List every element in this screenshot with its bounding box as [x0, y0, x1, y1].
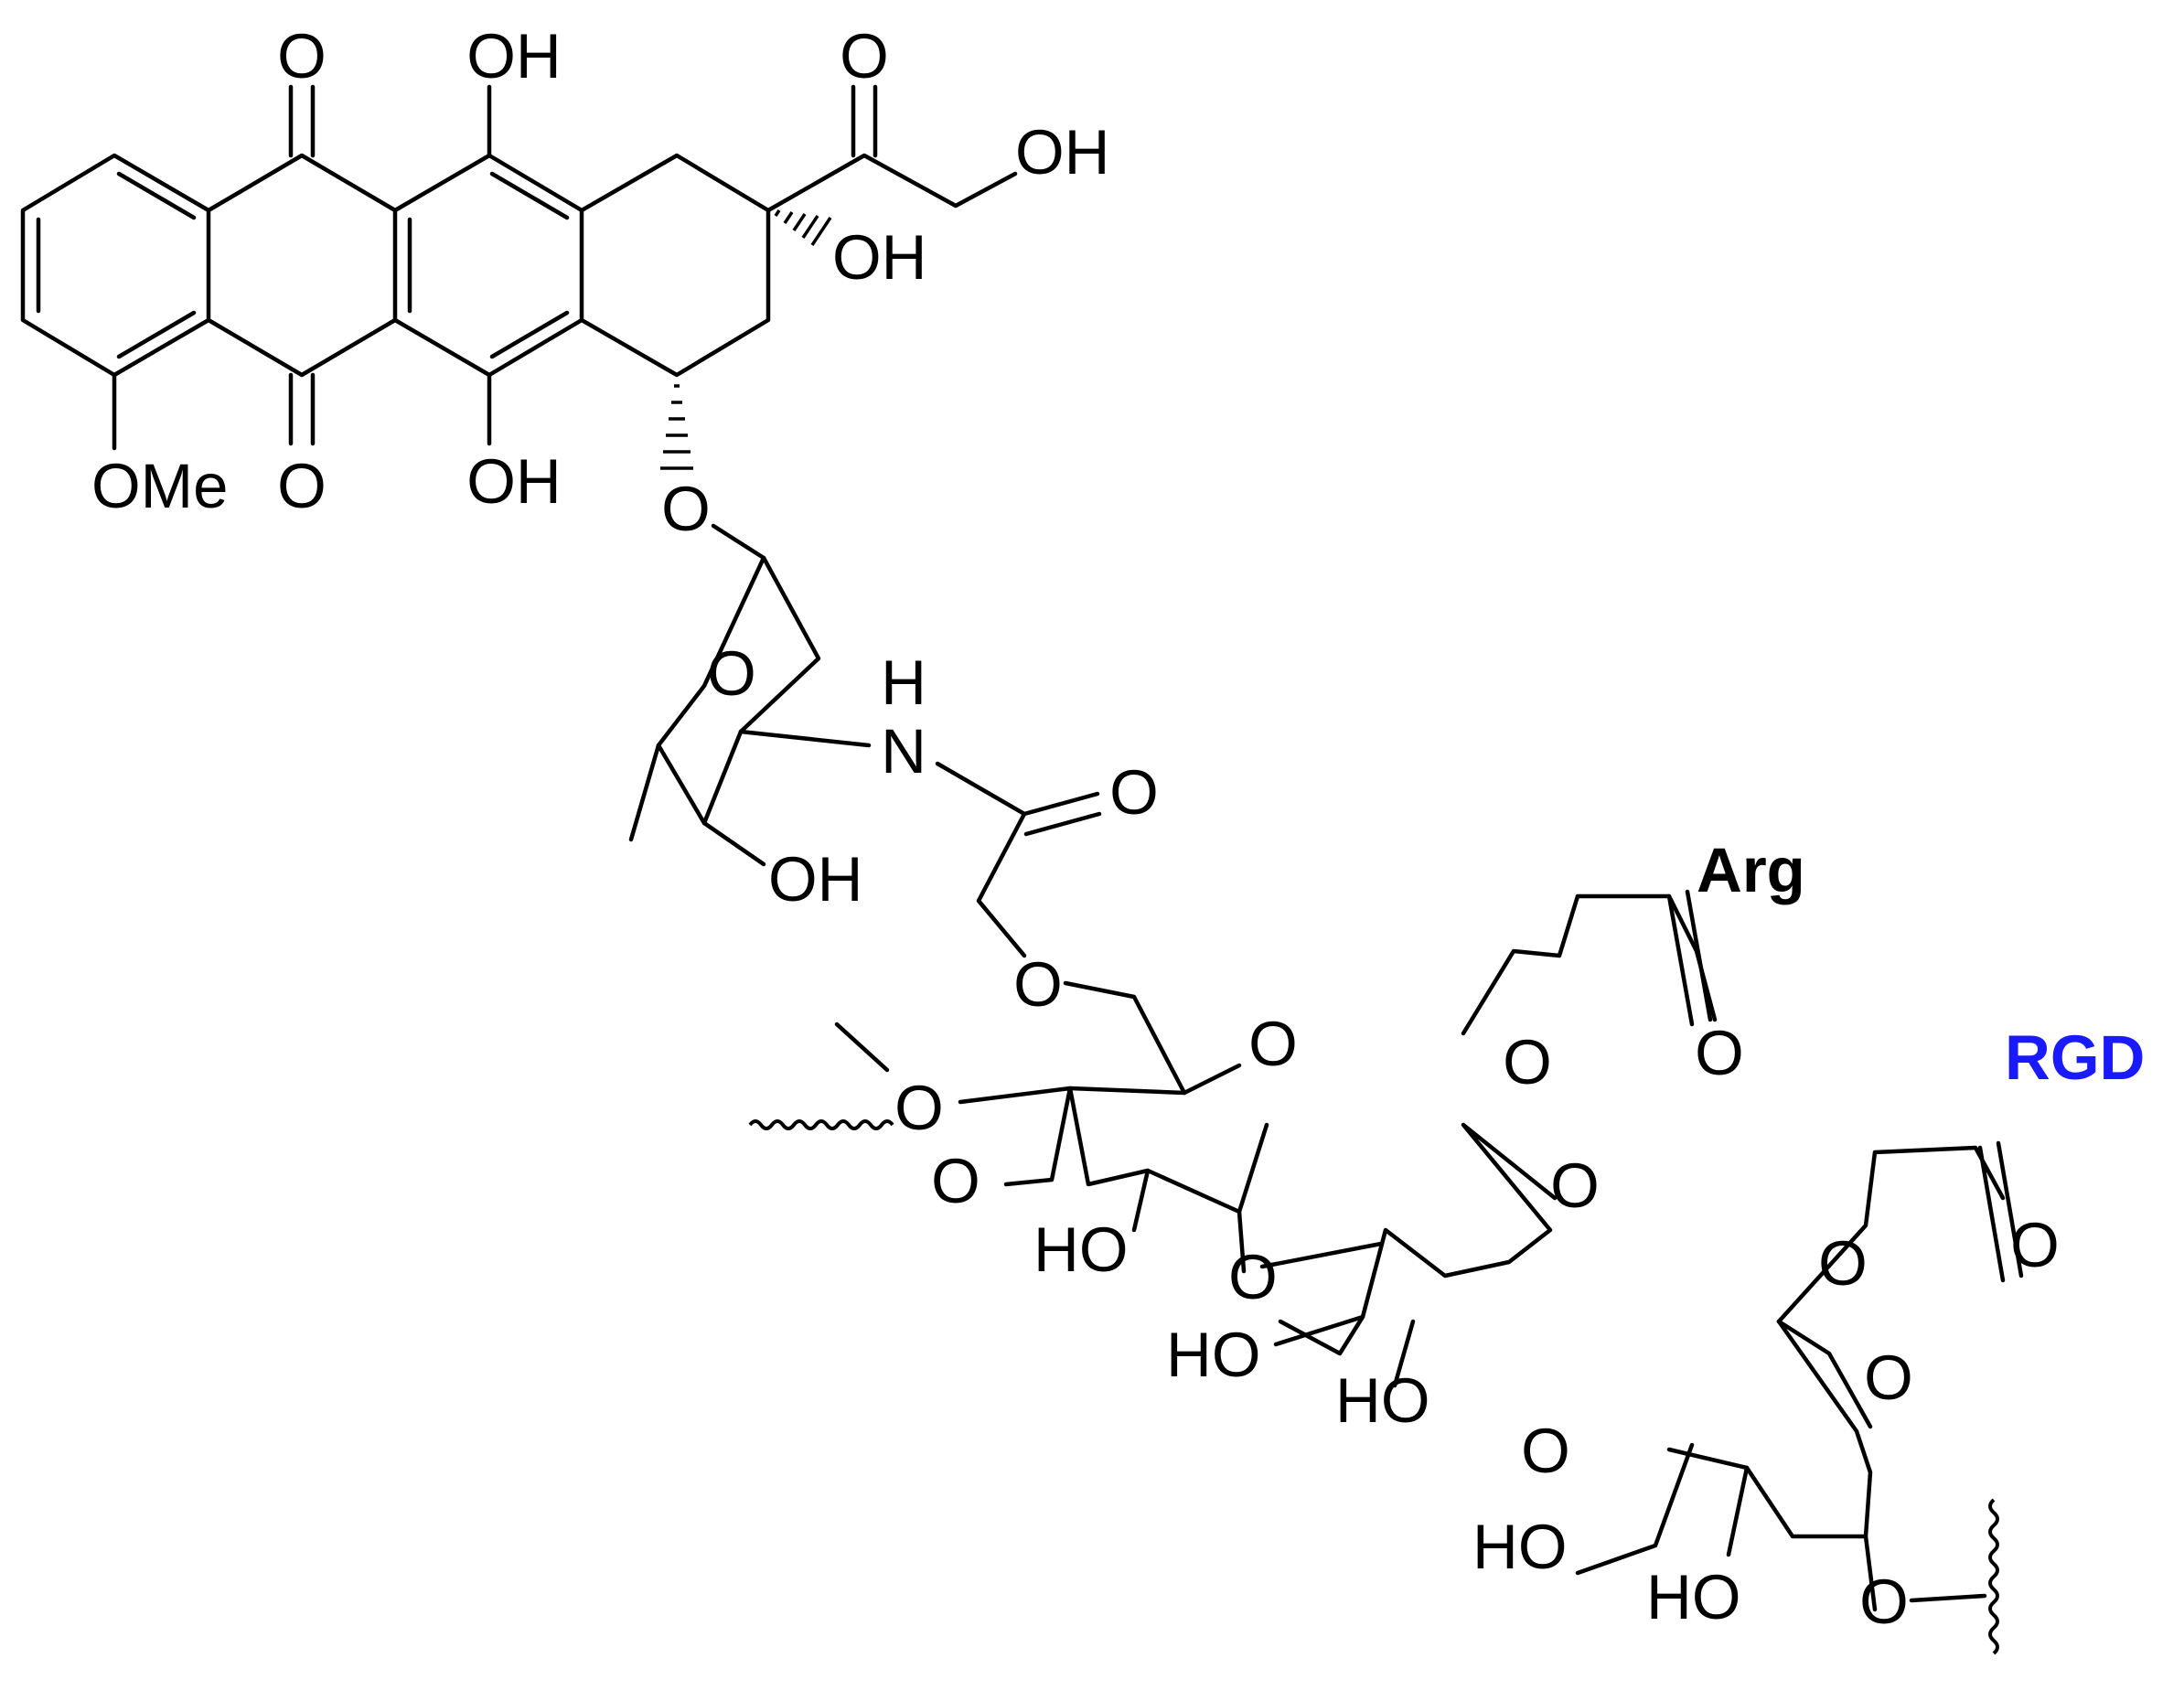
hashed-wedge-c9-oh — [774, 209, 832, 246]
sugar-b-ring — [1278, 1122, 1558, 1356]
label-ome: OMe — [91, 451, 229, 521]
sugar-methyl-bond — [628, 743, 661, 842]
label-o-ring-sugar: O — [707, 638, 756, 709]
atom-labels: O OH O OH OH O OMe OH O O H N O OH O Arg… — [91, 21, 2145, 1637]
ketone-double-bond — [851, 84, 878, 158]
glycosidic-bond — [711, 523, 766, 561]
arg-double-bond — [1666, 889, 1713, 1027]
label-oh-c11: OH — [466, 21, 562, 91]
hashed-wedge-c7-o — [660, 384, 693, 470]
label-o-ring-c: O — [1864, 1343, 1913, 1413]
sugar-c-bonds — [1575, 1319, 1873, 1576]
label-nh-h: H — [881, 647, 926, 718]
wavy-bond-left — [748, 1119, 894, 1130]
quinone-co-bonds — [288, 84, 316, 446]
amide-bonds — [935, 761, 1027, 958]
label-o-ether-2: O — [1503, 1027, 1552, 1097]
wavy-link-bond — [834, 1022, 890, 1073]
label-o-acyl-2: O — [1695, 1018, 1744, 1088]
label-o-quinone-bottom: O — [277, 451, 327, 521]
ring-a-double-bonds — [36, 171, 197, 359]
sugar-a-bonds — [958, 1086, 1247, 1274]
label-o-amide: O — [1109, 757, 1159, 828]
label-ho-b1: HO — [1166, 1320, 1261, 1390]
label-o-link-c: O — [1521, 1416, 1570, 1486]
sugar-c-link — [1776, 1140, 2024, 1324]
label-o-quinone-top: O — [277, 21, 327, 91]
label-o-a-c3: O — [931, 1146, 980, 1216]
label-ho-c2: HO — [1646, 1562, 1741, 1632]
ether-link-a — [1063, 980, 1187, 1096]
label-ho-c1: HO — [1472, 1512, 1568, 1582]
wavy-bond-right — [1988, 1498, 1999, 1655]
label-o-link-b: O — [1228, 1242, 1278, 1312]
sugar-b-link — [1461, 893, 1718, 1036]
label-o-ether-3: O — [1818, 1228, 1868, 1299]
sugar-a-ring — [1067, 1063, 1269, 1214]
label-oh-c9: OH — [832, 222, 927, 293]
terminal-link — [1863, 1534, 1987, 1612]
ring-c-bonds — [392, 153, 584, 378]
label-o-ether-1: O — [1013, 949, 1063, 1020]
sugar-b-bonds — [1259, 1241, 1416, 1388]
side-chain-bonds — [765, 153, 1018, 213]
ring-a-bonds — [20, 153, 211, 378]
daunosamine-sugar — [628, 523, 1102, 958]
label-o-link-end: O — [1859, 1567, 1909, 1637]
label-arg: Arg — [1697, 835, 1805, 905]
label-o-glycosidic: O — [661, 474, 711, 544]
label-o-link-a: O — [894, 1073, 944, 1143]
label-o-ketone: O — [840, 21, 889, 91]
sugar-c-ring — [1666, 1319, 1873, 1539]
sugar-n-bond — [738, 729, 872, 748]
polysaccharide-backbone — [748, 889, 2024, 1655]
sugar-oh-bond — [701, 820, 766, 867]
label-o-acyl-3: O — [2010, 1210, 2060, 1280]
label-oh-sugar: OH — [768, 844, 863, 915]
label-oh-c6: OH — [466, 446, 562, 517]
label-ho-b2: HO — [1335, 1365, 1430, 1436]
label-ho-a: HO — [1033, 1214, 1129, 1285]
ring-d-bonds — [579, 153, 771, 378]
label-oh-c14: OH — [1015, 117, 1110, 187]
label-o-ring-b: O — [1550, 1150, 1600, 1221]
ring-b-bonds — [206, 153, 398, 378]
label-rgd: RGD — [2005, 1022, 2145, 1093]
doxorubicin-aglycone — [20, 84, 1018, 470]
amide-double-bond — [1022, 791, 1102, 837]
label-o-ring-a: O — [1248, 1009, 1298, 1079]
ring-c-double-bonds — [407, 171, 570, 359]
label-nh-n: N — [881, 716, 926, 786]
